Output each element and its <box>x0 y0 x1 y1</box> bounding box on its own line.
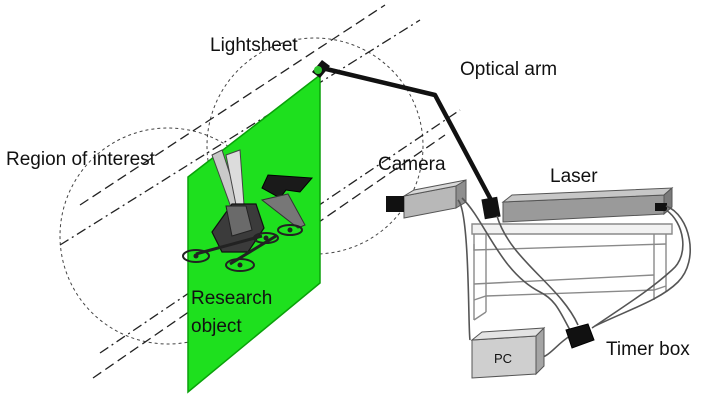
laser-label: Laser <box>550 166 598 187</box>
computer-icon: PC <box>470 326 546 379</box>
drone-icon <box>182 149 314 272</box>
timer-box-label: Timer box <box>606 339 690 360</box>
lightsheet-label: Lightsheet <box>210 35 298 56</box>
laser-unit <box>501 186 674 223</box>
optical-arm <box>312 60 501 220</box>
timer-box-unit <box>565 323 595 349</box>
cylinder-line <box>79 4 386 206</box>
laser-table <box>471 223 673 321</box>
research-object-label-line2: object <box>191 316 242 337</box>
research-object-label-line1: Research <box>191 288 272 309</box>
cylinder-line <box>99 109 461 354</box>
pc-label: PC <box>494 351 512 366</box>
optical-arm-label: Optical arm <box>460 59 557 80</box>
region-of-interest-label: Region of interest <box>6 149 156 170</box>
camera-label: Camera <box>378 154 446 175</box>
camera-icon <box>386 179 467 219</box>
cables <box>457 197 691 359</box>
